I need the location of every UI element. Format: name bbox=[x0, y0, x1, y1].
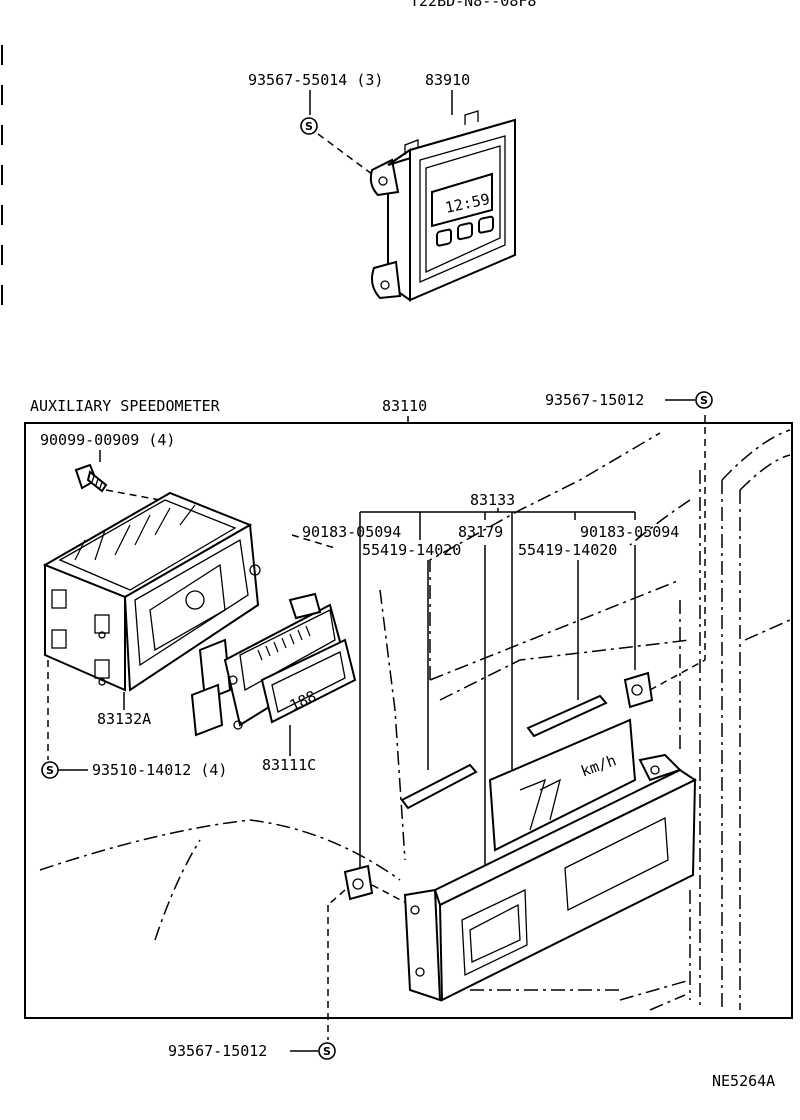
screw-symbol-bottom: S bbox=[318, 1042, 336, 1060]
label-plate-center: 83179 bbox=[458, 523, 503, 541]
label-plate-group: 83133 bbox=[470, 491, 515, 509]
label-clip-left: 90183-05094 bbox=[302, 523, 401, 541]
svg-text:S: S bbox=[700, 394, 708, 407]
strip-right bbox=[526, 694, 608, 738]
header-fragment: T22BD-N8--08F8 bbox=[410, 0, 536, 10]
svg-text:S: S bbox=[323, 1045, 331, 1058]
screw-symbol-top-right: S bbox=[695, 391, 713, 409]
clip-right bbox=[623, 671, 654, 709]
clock-unit: 12:59 bbox=[369, 110, 516, 302]
label-screw-lower-left: 93510-14012 (4) bbox=[92, 761, 227, 779]
label-housing: 83132A bbox=[97, 710, 151, 728]
screw-symbol-clock: S bbox=[300, 117, 318, 135]
label-screw-top-right: 93567-15012 bbox=[545, 391, 644, 409]
section-frame bbox=[24, 422, 793, 1019]
section-title: AUXILIARY SPEEDOMETER bbox=[30, 397, 221, 415]
clip-left bbox=[343, 864, 374, 901]
housing-83132a bbox=[42, 491, 261, 692]
display-unit-83111c: 188 bbox=[190, 592, 357, 737]
screw-symbol-lower-left: S bbox=[41, 761, 59, 779]
label-display-unit: 83111C bbox=[262, 756, 316, 774]
bolt bbox=[74, 463, 108, 493]
label-aux-speedometer: 83110 bbox=[382, 397, 427, 415]
bezel-panel bbox=[403, 753, 698, 1002]
figure-code: NE5264A bbox=[712, 1072, 775, 1090]
label-screw-clock: 93567-55014 (3) bbox=[248, 71, 383, 89]
label-clip-right: 90183-05094 bbox=[580, 523, 679, 541]
label-screw-bottom: 93567-15012 bbox=[168, 1042, 267, 1060]
label-bolt: 90099-00909 (4) bbox=[40, 431, 175, 449]
label-clock: 83910 bbox=[425, 71, 470, 89]
strip-left bbox=[400, 763, 478, 810]
svg-text:S: S bbox=[305, 120, 313, 133]
label-strip-left: 55419-14020 bbox=[362, 541, 461, 559]
plate-83179: km/h bbox=[488, 718, 637, 852]
svg-text:S: S bbox=[46, 764, 54, 777]
label-strip-right: 55419-14020 bbox=[518, 541, 617, 559]
